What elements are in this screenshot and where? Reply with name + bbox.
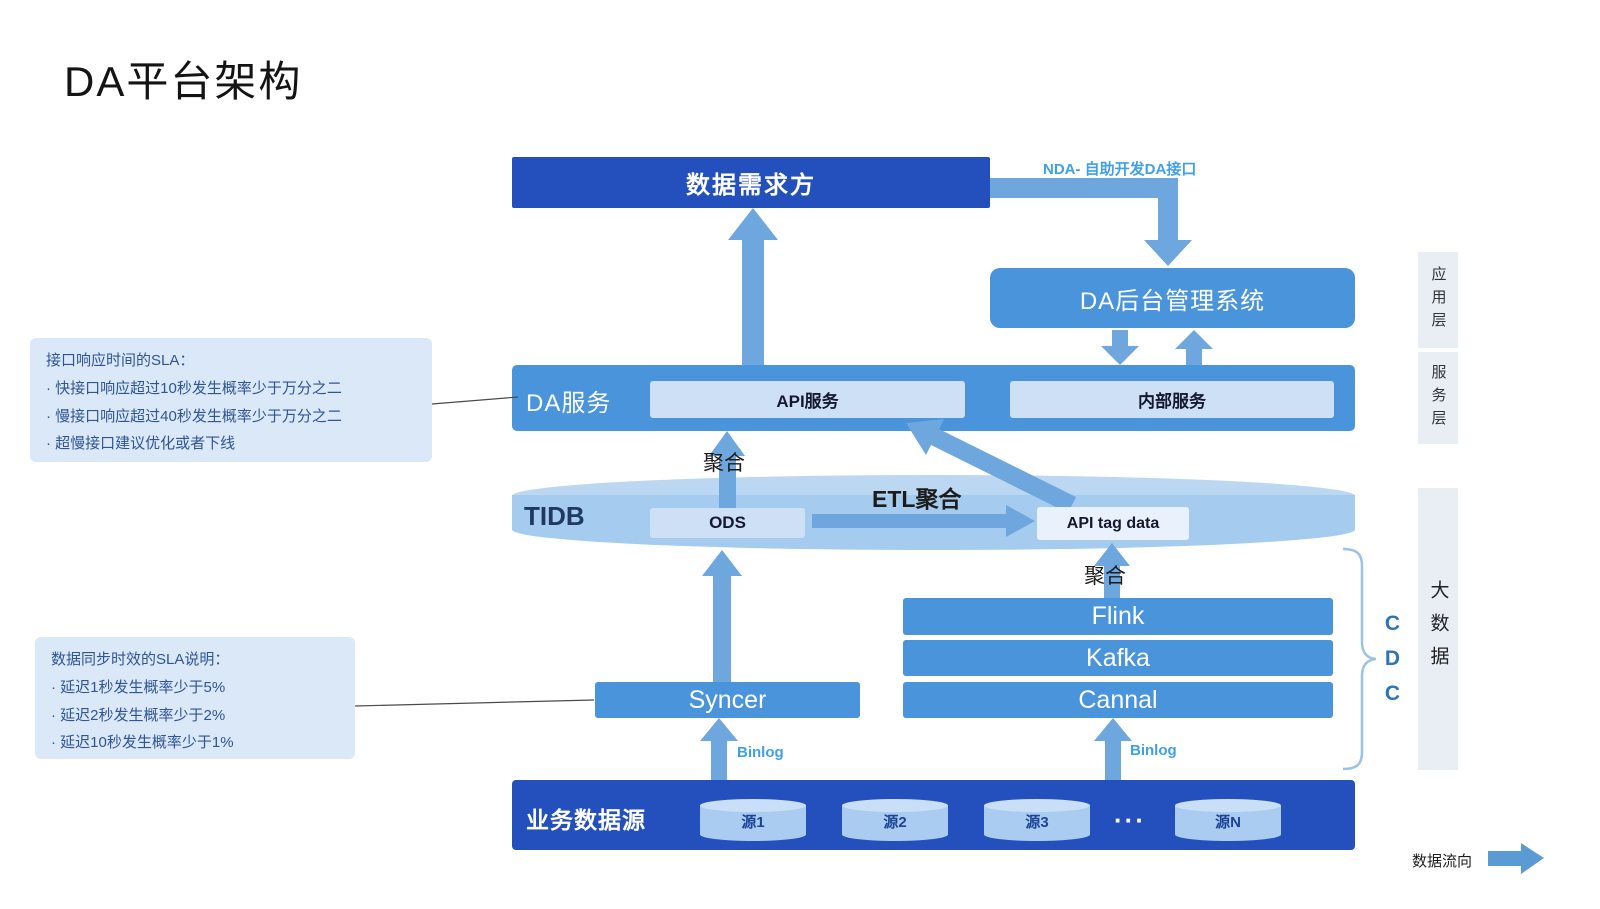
syncer-bar: Syncer: [595, 682, 860, 718]
source-bar-label: 业务数据源: [526, 807, 646, 833]
api-tag-data-box: API tag data: [1037, 507, 1189, 540]
arrow-flink-to-api-tag: [1094, 543, 1130, 598]
arrow-source-to-syncer: [700, 718, 738, 780]
sources-ellipsis: ···: [1114, 805, 1146, 835]
flink-bar: Flink: [903, 598, 1333, 635]
arrow-da-service-to-admin-up: [1175, 330, 1213, 365]
ods-box: ODS: [650, 508, 805, 538]
juhe-mid-label: 聚合: [1084, 565, 1126, 588]
sla-api-title: 接口响应时间的SLA：: [46, 352, 195, 369]
cdc-text: CDC: [1381, 611, 1404, 717]
cylinder-bottom: [700, 828, 806, 841]
source-cylinder-3: 源3: [984, 799, 1090, 841]
binlog-left-label: Binlog: [737, 744, 784, 761]
source-label: 源1: [741, 814, 765, 831]
bigdata-layer-tag: 大数据: [1418, 488, 1458, 770]
cylinder-top: [842, 799, 948, 812]
da-service-label: DA服务: [526, 390, 612, 417]
cdc-label: CDC: [1378, 611, 1406, 717]
arrow-etl-ods-to-api-tag: [812, 505, 1035, 537]
arrow-api-tag-to-api-service: [906, 419, 1076, 513]
sla-sync-title: 数据同步时效的SLA说明：: [51, 651, 230, 668]
flow-legend-label: 数据流向: [1412, 853, 1473, 870]
sla-api-box: 接口响应时间的SLA： · 快接口响应超过10秒发生概率少于万分之二 · 慢接口…: [30, 338, 432, 462]
cylinder-bottom: [842, 828, 948, 841]
cannal-bar: Cannal: [903, 682, 1333, 718]
sla-sync-line: · 延迟2秒发生概率少于2%: [51, 706, 226, 724]
sla-sync-line: · 延迟10秒发生概率少于1%: [51, 734, 234, 752]
cylinder-bottom: [1175, 828, 1281, 841]
arrow-ods-to-api-service: [709, 431, 745, 508]
juhe-top-label: 聚合: [703, 452, 745, 475]
tidb-label: TIDB: [524, 501, 585, 531]
flow-legend-arrow: [1488, 843, 1544, 874]
internal-service-box: 内部服务: [1010, 381, 1334, 418]
source-label: 源2: [883, 814, 907, 831]
sla-sync-box: 数据同步时效的SLA说明： · 延迟1秒发生概率少于5% · 延迟2秒发生概率少…: [35, 637, 355, 759]
kafka-bar: Kafka: [903, 640, 1333, 676]
sla-sync-line: · 延迟1秒发生概率少于5%: [51, 678, 226, 696]
etl-label: ETL聚合: [872, 486, 962, 512]
source-cylinder-2: 源2: [842, 799, 948, 841]
cylinder-top: [984, 799, 1090, 812]
leader-line-sla-api: [431, 396, 519, 405]
cylinder-top: [1175, 799, 1281, 812]
cylinder-top: [700, 799, 806, 812]
admin-box: DA后台管理系统: [990, 268, 1355, 328]
arrow-nda-consumer-to-admin: [990, 178, 1192, 266]
page-title: DA平台架构: [64, 58, 303, 105]
cdc-brace: [1342, 547, 1377, 771]
source-label: 源3: [1025, 814, 1049, 831]
sla-api-line: · 慢接口响应超过40秒发生概率少于万分之二: [46, 407, 342, 425]
arrow-syncer-to-tidb: [702, 550, 742, 682]
app-layer-label: 应用层: [1429, 265, 1447, 335]
leader-line-sla-sync: [354, 699, 595, 707]
source-label: 源N: [1215, 814, 1241, 831]
source-cylinder-n: 源N: [1175, 799, 1281, 841]
bigdata-layer-label: 大数据: [1427, 579, 1449, 679]
consumer-box: 数据需求方: [512, 157, 990, 208]
source-cylinder-1: 源1: [700, 799, 806, 841]
binlog-right-label: Binlog: [1130, 742, 1177, 759]
service-layer-tag: 服务层: [1418, 352, 1458, 444]
sla-api-line: · 超慢接口建议优化或者下线: [46, 435, 236, 453]
cylinder-bottom: [984, 828, 1090, 841]
arrow-source-to-cannal: [1094, 718, 1132, 780]
service-layer-label: 服务层: [1429, 363, 1447, 433]
api-service-box: API服务: [650, 381, 965, 418]
app-layer-tag: 应用层: [1418, 252, 1458, 348]
arrow-admin-to-da-service-down: [1101, 330, 1139, 365]
nda-label: NDA- 自助开发DA接口: [1043, 161, 1197, 178]
sla-api-line: · 快接口响应超过10秒发生概率少于万分之二: [46, 379, 342, 397]
arrow-da-service-to-consumer: [728, 208, 778, 365]
